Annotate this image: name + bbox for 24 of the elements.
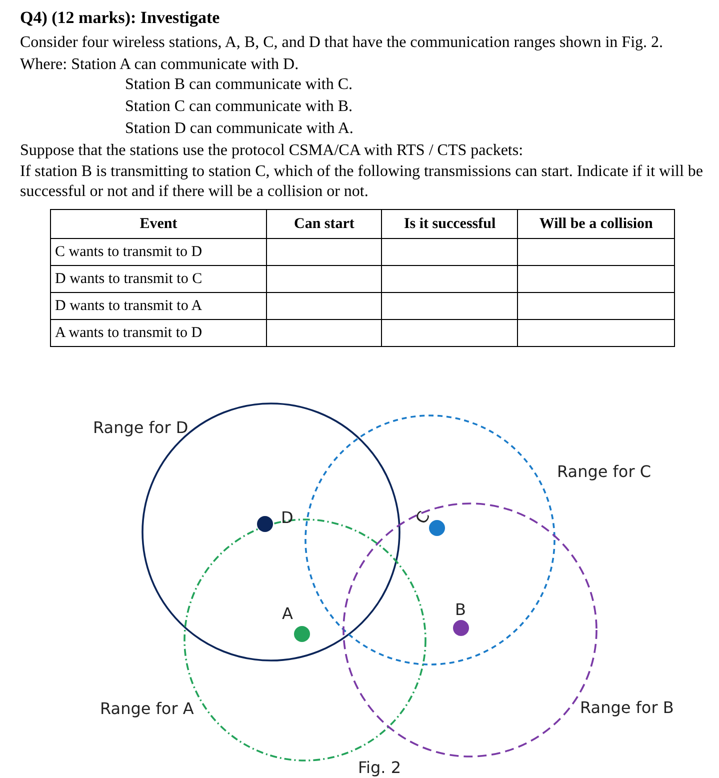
- question-text: Suppose that the stations use the protocol CSMA/CA with RTS / CTS packets:: [20, 142, 524, 160]
- column-header: Can start: [266, 210, 382, 238]
- condition-text: Station B can communicate with C.: [125, 76, 353, 94]
- event-cell: D wants to transmit to A: [50, 292, 266, 320]
- event-cell: A wants to transmit to D: [50, 320, 266, 346]
- station-label: C: [412, 508, 434, 528]
- event-cell: D wants to transmit to C: [50, 266, 266, 292]
- condition-text: Station D can communicate with A.: [125, 120, 354, 138]
- range-label: Range for D: [93, 418, 188, 437]
- column-header: Will be a collision: [518, 210, 674, 238]
- question-text: Consider four wireless stations, A, B, C, and D that have the communication ranges shown in Fig. 2. Where: Station A can communicate with D.: [20, 33, 664, 75]
- column-header: Event: [50, 210, 266, 238]
- station-label: B: [455, 600, 466, 619]
- range-label: Range for B: [580, 698, 674, 717]
- condition-text: Station C can communicate with B.: [125, 98, 353, 116]
- column-header: Is it successful: [382, 210, 518, 238]
- question-heading: Q4) (12 marks): Investigate: [20, 8, 220, 28]
- station-label: A: [282, 604, 293, 623]
- range-label: Range for C: [557, 462, 652, 481]
- range-label: Range for A: [100, 699, 194, 718]
- question-text: If station B is transmitting to station C, which of the following transmissions can start. Indicate if it will be successful or not and if there will be a collision or not.: [20, 162, 704, 202]
- event-cell: C wants to transmit to D: [50, 238, 266, 266]
- station-label: D: [281, 508, 294, 527]
- figure-caption: Fig. 2: [358, 758, 401, 777]
